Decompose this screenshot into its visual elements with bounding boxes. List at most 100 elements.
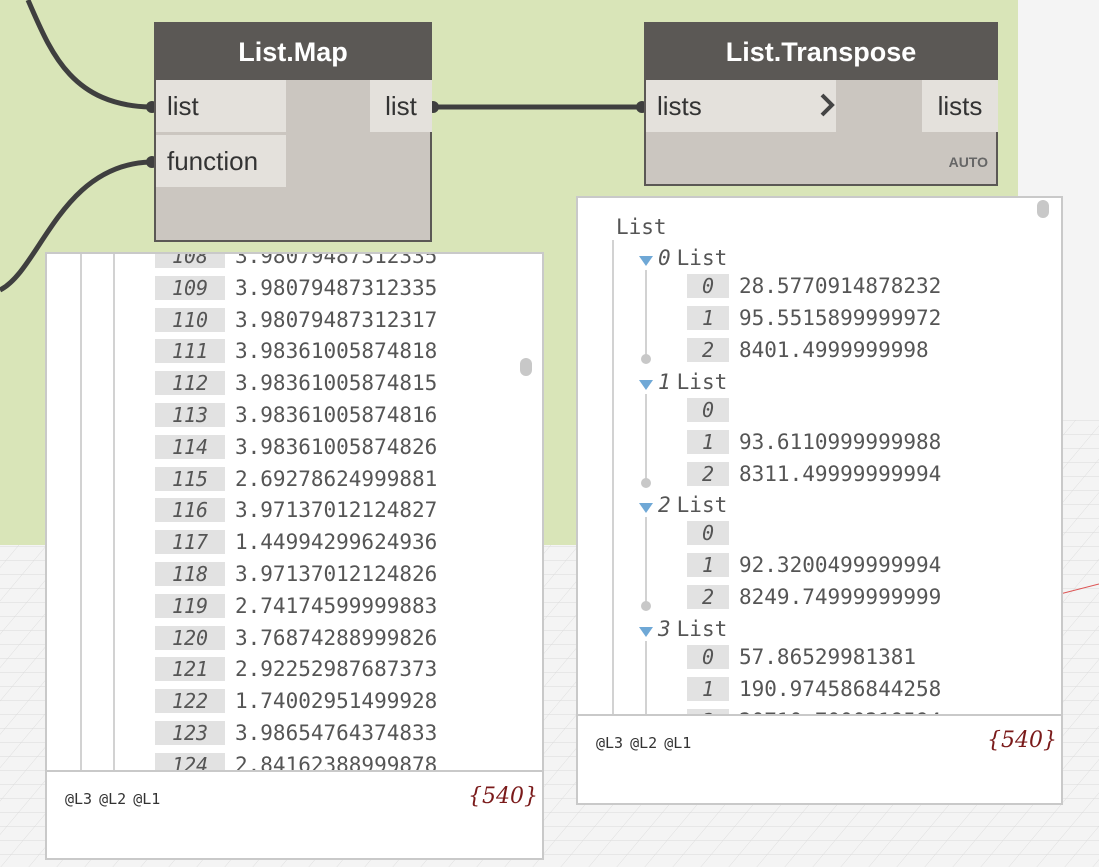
lists-input-port[interactable]: lists [646,80,836,132]
list-map-preview-footer: @L3 @L2 @L1 {540} [47,770,542,858]
item-value: 8401.4999999998 [739,338,929,362]
list-levels-indicator[interactable]: @L3 @L2 @L1 [596,734,692,752]
item-value: 3.98079487312317 [235,307,438,332]
list-item: 0 57.86529981381 [687,644,916,670]
item-value: 28.5770914878232 [739,274,942,298]
item-value: 57.86529981381 [739,644,917,669]
item-index: 119 [155,593,225,618]
item-value: 3.97137012124827 [235,498,438,523]
item-count: {540} [468,784,538,809]
item-value: 2.74174599999883 [235,593,438,618]
lists-output-port[interactable]: lists [922,80,998,132]
list-input-port[interactable]: list [156,80,286,132]
list-item: 110 3.98079487312317 [155,307,437,333]
item-index: 120 [155,625,225,650]
expand-triangle-icon[interactable] [639,379,653,390]
item-value: 1.74002951499928 [235,689,438,714]
list-item: 0 [687,520,739,546]
tree-guide-line [645,270,647,362]
expand-triangle-icon[interactable] [639,503,653,513]
tree-guide-line [80,254,82,772]
item-index: 112 [155,371,225,396]
sublist-index: 3 [658,616,671,641]
list-item: 1 93.6110999999988 [687,429,941,455]
tree-node-dot [641,477,651,488]
item-value: 190.974586844258 [739,676,942,701]
item-index: 2 [687,461,729,486]
item-index: 1 [687,306,729,330]
expand-triangle-icon[interactable] [639,256,653,266]
item-index: 2 [687,585,729,609]
scrollbar-thumb[interactable] [520,358,532,376]
list-item: 120 3.76874288999826 [155,625,437,651]
list-transpose-node[interactable]: List.Transpose lists lists AUTO [644,22,998,186]
list-map-title: List.Map [156,24,430,80]
item-index: 124 [155,752,225,772]
tree-guide-line [113,254,115,772]
item-index: 108 [155,254,225,268]
item-index: 0 [687,397,729,422]
item-value: 95.5515899999972 [739,306,942,330]
item-index: 115 [155,466,225,491]
item-index: 114 [155,434,225,459]
expand-triangle-icon[interactable] [639,626,653,637]
chevron-right-icon[interactable] [816,91,840,119]
item-index: 109 [155,275,225,300]
item-value: 3.98361005874815 [235,371,438,396]
item-index: 110 [155,307,225,332]
item-value: 2.92252987687373 [235,657,438,682]
tree-guide-line [645,640,647,718]
list-map-node[interactable]: List.Map list function list [154,22,432,242]
item-index: 0 [687,644,729,669]
sublist-index: 2 [658,493,671,517]
tree-guide-line [612,240,614,718]
item-value: 93.6110999999988 [739,429,942,454]
list-output-port[interactable]: list [370,80,432,132]
tree-guide-line [645,517,647,609]
scrollbar-thumb[interactable] [1037,200,1049,218]
function-input-port[interactable]: function [156,135,286,187]
item-index: 1 [687,676,729,701]
item-value: 3.76874288999826 [235,625,438,650]
list-item: 2 8401.4999999998 [687,337,929,363]
item-index: 121 [155,657,225,682]
lacing-auto-label: AUTO [948,154,988,170]
list-item: 0 [687,397,739,423]
item-index: 122 [155,689,225,714]
sublist-index: 1 [658,369,671,394]
list-item: 119 2.74174599999883 [155,593,437,619]
sublist-type: List [676,246,728,270]
list-item: 112 3.98361005874815 [155,370,437,396]
item-value: 8249.74999999999 [739,585,942,609]
item-index: 1 [687,429,729,454]
item-value: 1.44994299624936 [235,530,438,555]
list-levels-indicator[interactable]: @L3 @L2 @L1 [65,790,161,808]
item-index: 117 [155,530,225,555]
item-index: 2 [687,338,729,362]
item-index: 116 [155,498,225,523]
list-item: 121 2.92252987687373 [155,656,437,682]
item-count: {540} [987,728,1057,753]
list-item: 220710.7000219594 [687,708,941,718]
item-value: 3.98654764374833 [235,721,438,745]
item-value: 3.97137012124826 [235,562,438,586]
sublist-type: List [676,493,728,517]
list-item: 117 1.44994299624936 [155,529,437,555]
